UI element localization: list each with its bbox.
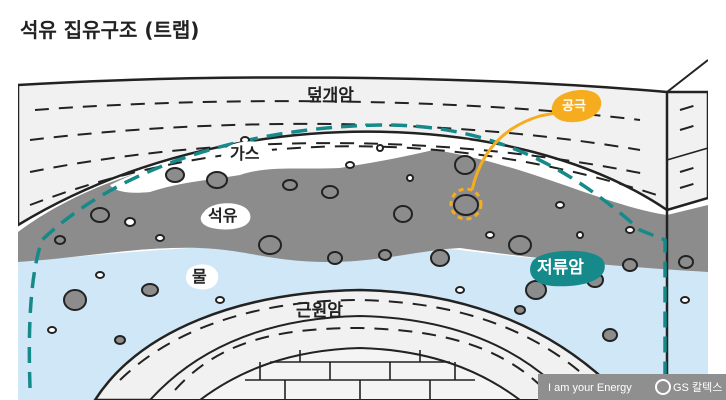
pore-label: 공극 [562, 99, 586, 114]
pore-highlight [449, 187, 483, 221]
reservoir-rock-label: 저류암 [537, 258, 584, 278]
cap-rock-label: 덮개암 [307, 86, 354, 106]
water-label: 물 [192, 267, 207, 286]
gs-logo-icon [655, 379, 671, 395]
footer-brand: GS 칼텍스 [673, 381, 722, 394]
oil-label: 석유 [208, 206, 238, 225]
pore-badge [551, 89, 602, 123]
strata [18, 52, 708, 400]
reservoir-badge [530, 250, 605, 287]
source-rock-label: 근원암 [296, 301, 343, 321]
diagram-title: 석유 집유구조 (트랩) [20, 18, 199, 42]
gas-label: 가스 [230, 144, 260, 163]
footer-bar [538, 374, 726, 400]
footer-slogan: I am your Energy [548, 382, 632, 394]
pore-pointer [470, 110, 561, 191]
